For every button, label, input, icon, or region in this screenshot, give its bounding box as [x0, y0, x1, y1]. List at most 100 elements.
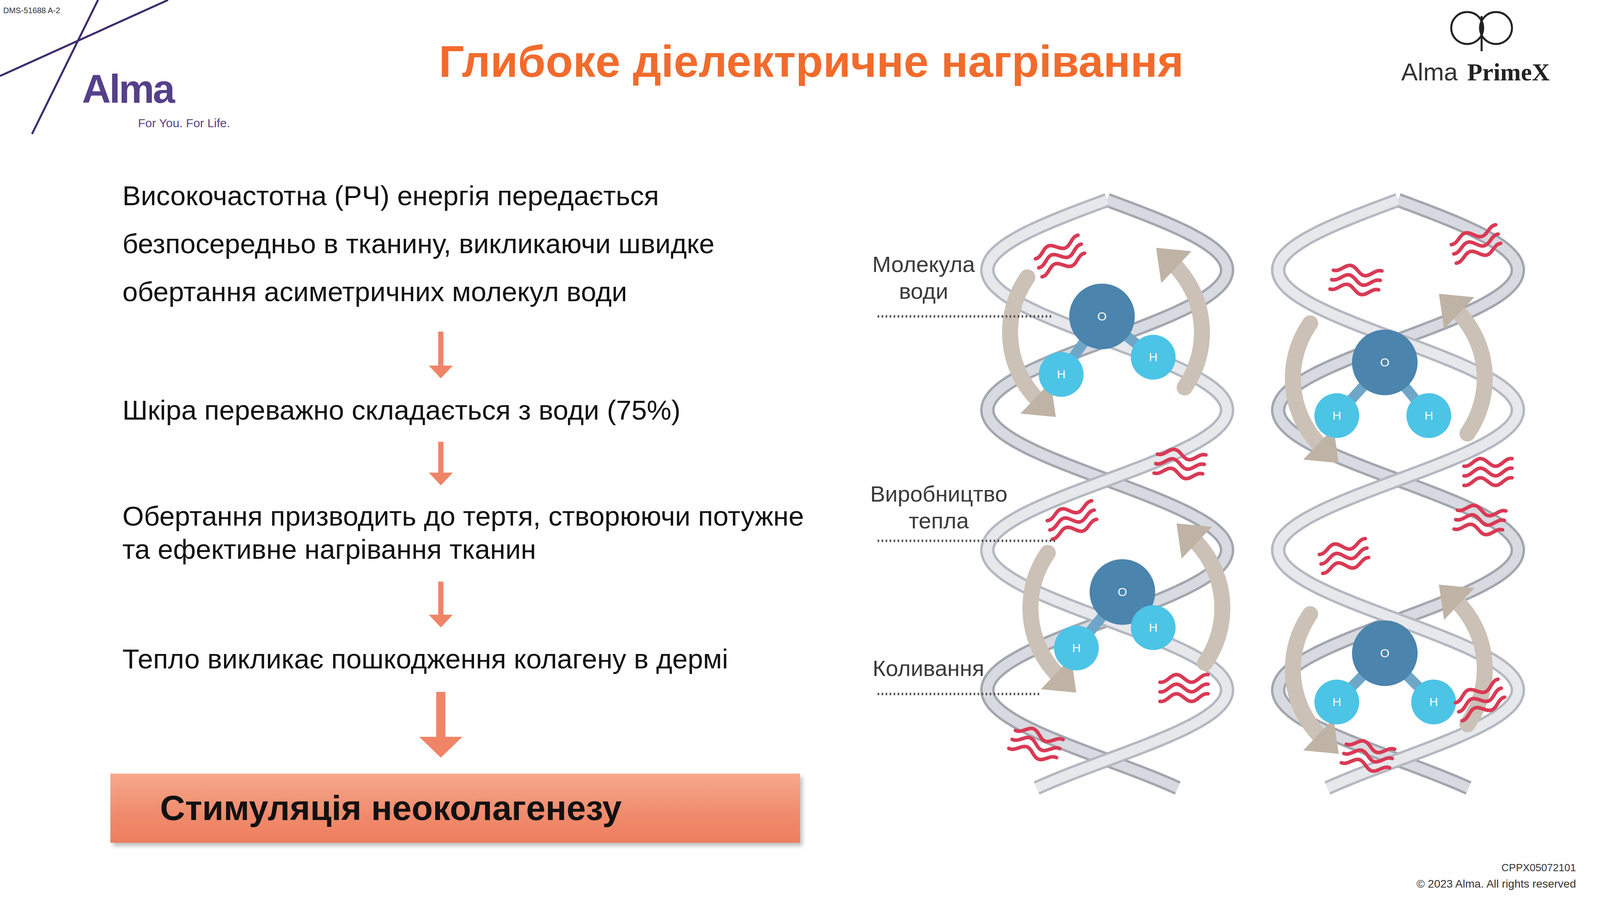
heat-stroke — [1050, 519, 1099, 540]
heat-wave — [1318, 538, 1370, 574]
heat-wave — [1454, 502, 1506, 538]
atom-letter: H — [1148, 350, 1158, 365]
helix-ribbon — [987, 200, 1227, 788]
hydrogen-atom — [1054, 625, 1099, 671]
footer-note: CPPX05072101 — [1501, 861, 1576, 874]
heat-wave — [1045, 500, 1099, 540]
step-text-line: Високочастотна (РЧ) енергія передається … — [122, 172, 843, 316]
heat-stroke — [1454, 243, 1503, 264]
oxygen-atom — [1069, 283, 1135, 350]
heat-stroke — [1330, 281, 1379, 298]
heat-wave — [1452, 679, 1508, 721]
arrow-head — [428, 614, 453, 628]
flow-arrow — [419, 692, 463, 758]
hydrogen-atom — [1314, 393, 1360, 438]
hydrogen-atom — [1411, 679, 1456, 725]
atom-letter: H — [1332, 694, 1342, 710]
arrow-head — [428, 365, 453, 379]
logo-lines — [0, 0, 1512, 134]
heat-wave — [1160, 674, 1208, 702]
rotation-arrowhead — [1156, 248, 1192, 284]
rotation-arrow — [1292, 614, 1319, 735]
rotation-arrow — [1030, 552, 1056, 674]
heat-stroke — [1464, 477, 1512, 486]
heat-stroke — [1459, 697, 1508, 721]
product-logo: Alma — [1401, 57, 1458, 87]
helix-edge — [1278, 200, 1518, 788]
rotation-arrow — [1010, 277, 1036, 398]
atom-letter: O — [1117, 584, 1127, 600]
heat-stroke — [1454, 521, 1503, 538]
arrow-shaft — [436, 692, 446, 738]
helix-edge — [1278, 200, 1518, 788]
step-text: Високочастотна (РЧ) енергія передається … — [122, 172, 843, 316]
atom-letter: O — [1097, 309, 1107, 324]
flow-arrow — [428, 441, 453, 486]
oxygen-atom — [1352, 620, 1418, 686]
callout-label: Коливання — [852, 654, 1005, 682]
rotation-arrowhead — [1176, 523, 1212, 559]
heat-stroke — [1008, 741, 1057, 765]
document-code: DMS-51688 A-2 — [3, 5, 60, 16]
step-text-line: Шкіра переважно складається з води (75%) — [122, 394, 843, 428]
step-text: Обертання призводить до тертя, створюючи… — [122, 500, 823, 567]
footer-note: © 2023 Alma. All rights reserved — [1416, 877, 1576, 891]
heat-stroke — [1341, 755, 1390, 776]
helix-ribbon — [1278, 200, 1518, 788]
helix-edge — [987, 200, 1227, 788]
arrow-head — [428, 472, 453, 486]
brand-tagline: For You. For Life. — [138, 116, 230, 131]
heat-wave — [1449, 224, 1503, 264]
atom-letter: H — [1148, 620, 1158, 635]
rotation-arrows — [1010, 248, 1485, 754]
product-logo: PrimeX — [1467, 57, 1550, 87]
heat-stroke — [1015, 723, 1064, 747]
arrow-shaft — [438, 441, 444, 474]
brand-logo: Alma — [82, 64, 174, 113]
heat-stroke — [1160, 684, 1208, 692]
atom-letter: H — [1332, 408, 1342, 423]
arrow-shaft — [438, 331, 444, 367]
step-text: Шкіра переважно складається з води (75%) — [122, 394, 843, 428]
arrow-shaft — [438, 581, 444, 616]
heat-stroke — [1039, 253, 1088, 277]
diagonal-line — [0, 0, 168, 76]
logo-ring — [1480, 12, 1512, 44]
hydrogen-atom — [1314, 679, 1360, 725]
heat-wave — [1341, 736, 1395, 776]
leader-line — [877, 315, 1052, 318]
result-text: Стимуляція неоколагенезу — [160, 787, 622, 829]
heat-stroke — [1321, 557, 1370, 574]
rotation-arrow — [1459, 604, 1485, 725]
hydrogen-atom — [1130, 334, 1176, 380]
heat-wave — [1464, 458, 1512, 486]
helix-ribbon — [987, 200, 1227, 788]
step-text-line: Тепло викликає пошкодження колагену в де… — [122, 642, 843, 676]
logo-ring — [1451, 12, 1484, 44]
heat-stroke — [1160, 693, 1208, 702]
flow-arrow — [428, 581, 453, 628]
callout-label: Молекула води — [847, 250, 1000, 305]
heat-stroke — [1012, 732, 1060, 756]
heat-wave — [1154, 446, 1206, 482]
rotation-arrow — [1292, 323, 1319, 444]
heat-waves — [1008, 224, 1512, 776]
atom-letter: H — [1429, 694, 1438, 710]
hydrogen-atom — [1038, 352, 1084, 397]
heat-stroke — [1160, 674, 1208, 682]
heat-wave — [1008, 723, 1064, 765]
callout-label: Виробництво тепла — [862, 480, 1015, 534]
heat-stroke — [1154, 465, 1203, 482]
oxygen-atom — [1352, 329, 1418, 396]
flow-arrow — [428, 331, 453, 379]
hydrogen-atom — [1406, 393, 1452, 438]
heat-stroke — [1464, 468, 1512, 476]
arrow-head — [419, 736, 463, 758]
logo-stem — [1480, 16, 1483, 52]
slide-title: Глибоке діелектричне нагрівання — [438, 35, 1184, 88]
rotation-arrowhead — [1438, 584, 1475, 620]
helix-edge — [987, 200, 1227, 788]
hydrogen-atom — [1130, 605, 1176, 650]
